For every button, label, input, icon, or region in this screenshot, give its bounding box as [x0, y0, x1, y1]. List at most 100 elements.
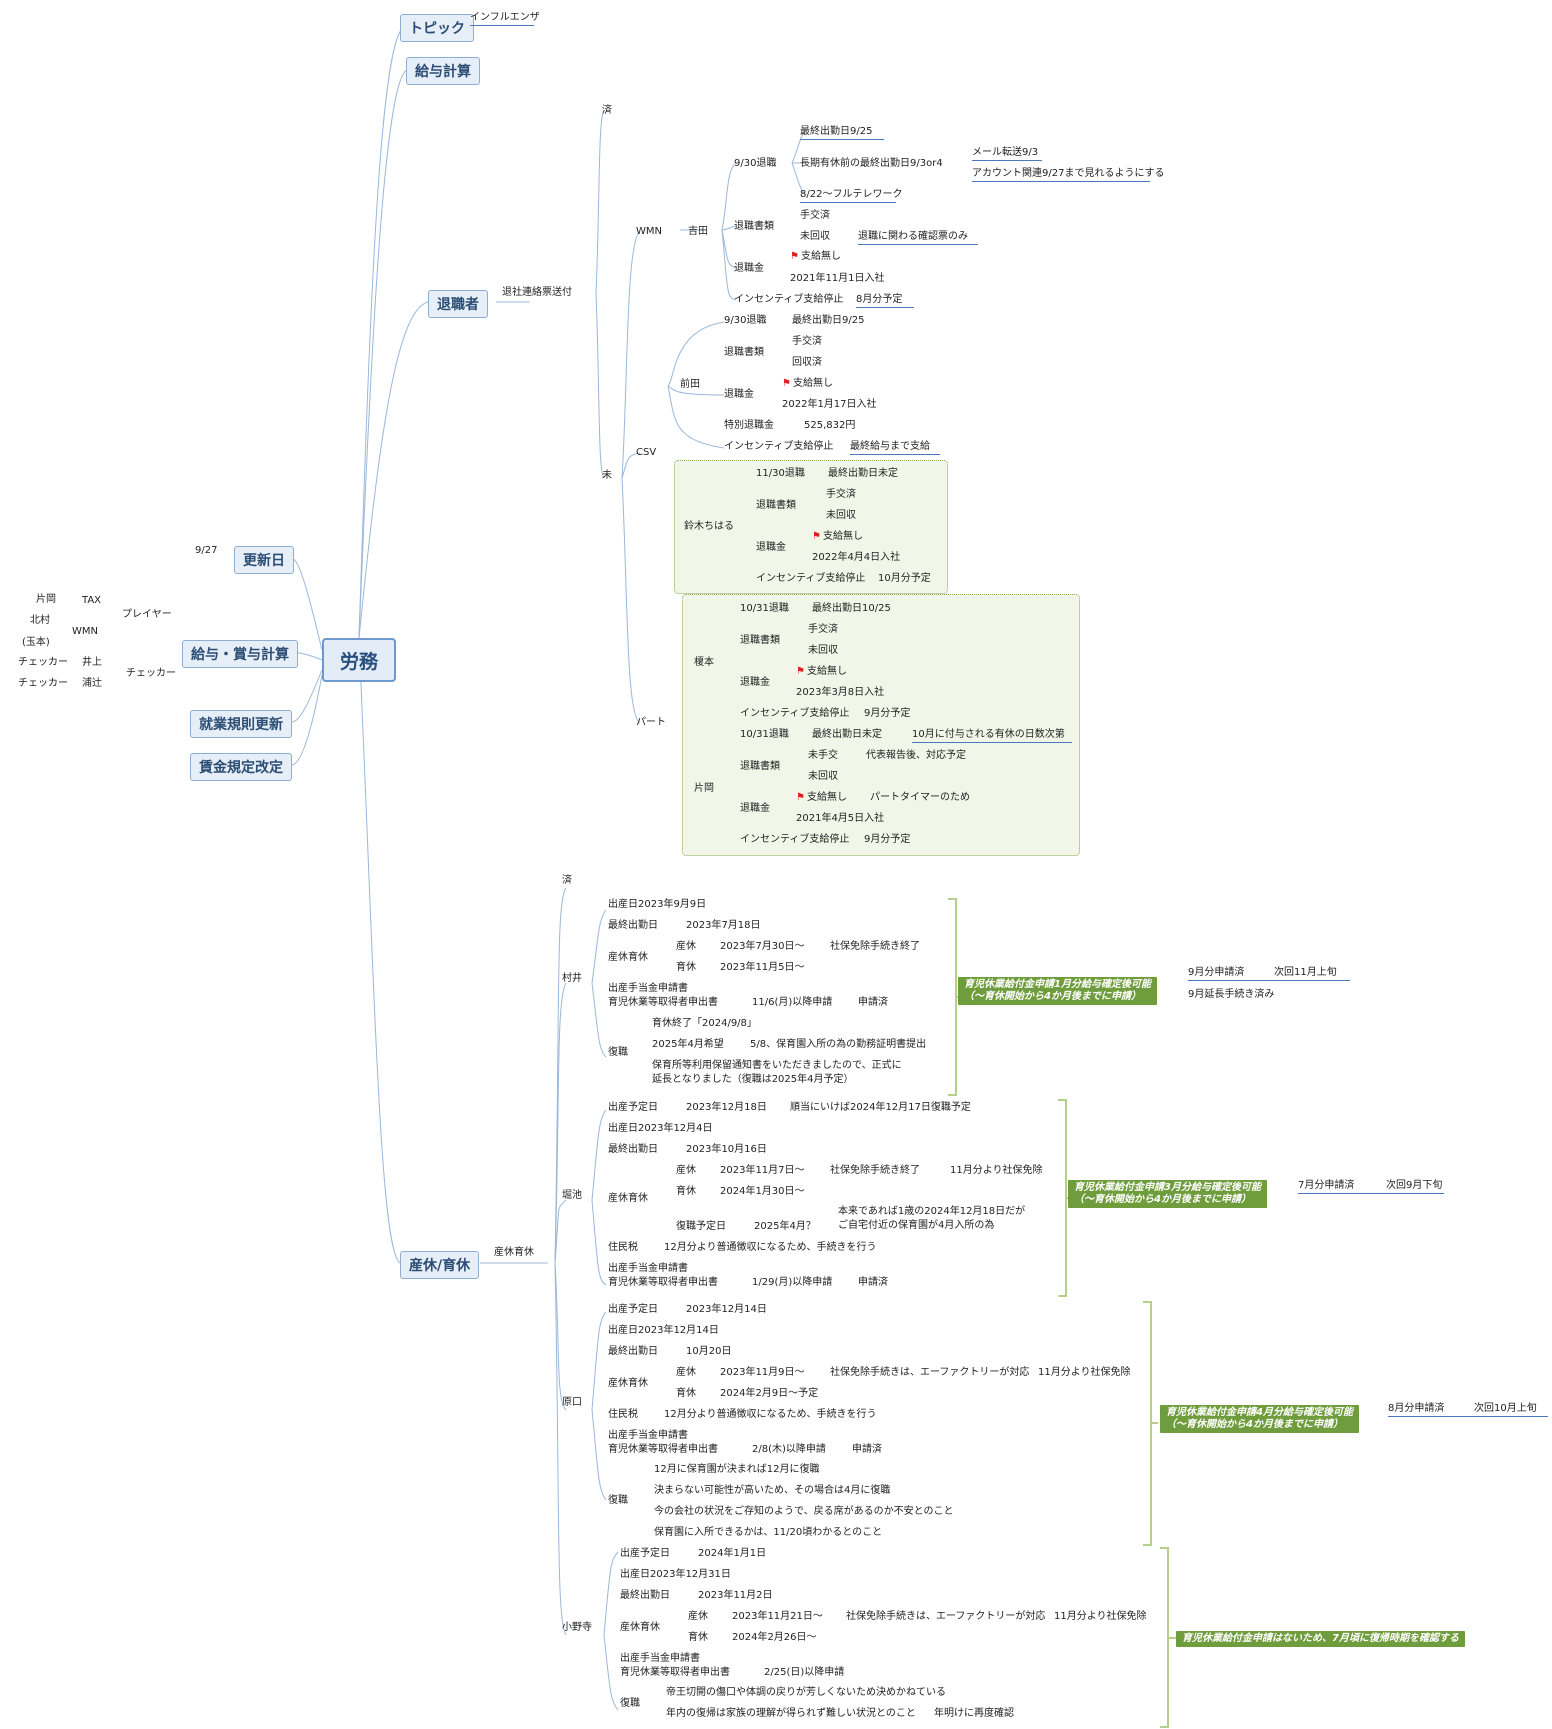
suzuki-pay2[interactable]: 2022年4月4日入社: [812, 552, 901, 563]
yoshida-long-leave[interactable]: 長期有休前の最終出勤日9/3or4: [800, 158, 943, 169]
kataoka-pay1b[interactable]: パートタイマーのため: [870, 792, 970, 803]
murai-sanq[interactable]: 産休: [676, 941, 696, 952]
ret-wmn[interactable]: WMN: [636, 226, 662, 237]
topic-topics[interactable]: トピック: [400, 14, 474, 42]
enomoto-pay2[interactable]: 2023年3月8日入社: [796, 687, 885, 698]
horiike-tax1[interactable]: 12月分より普通徴収になるため、手続きを行う: [664, 1242, 877, 1253]
onodera-name[interactable]: 小野寺: [562, 1622, 592, 1633]
kataoka-doc1[interactable]: 未手交: [808, 750, 838, 761]
horiike-n1[interactable]: 7月分申請済: [1298, 1180, 1355, 1191]
horiike-birth[interactable]: 出産日2023年12月4日: [608, 1123, 713, 1134]
horiike-tax[interactable]: 住民税: [608, 1242, 638, 1253]
maeda-docs[interactable]: 退職書類: [724, 347, 764, 358]
onodera-due1[interactable]: 2024年1月1日: [698, 1548, 767, 1559]
pay-c2-label[interactable]: チェッカー: [18, 678, 68, 689]
maeda-special[interactable]: 特別退職金: [724, 420, 774, 431]
onodera-ret2[interactable]: 年内の復帰は家族の理解が得られず難しい状況とのこと: [666, 1708, 916, 1719]
murai-apply[interactable]: 出産手当金申請書 育児休業等取得者申出書: [608, 983, 718, 1008]
murai-apply2[interactable]: 申請済: [858, 997, 888, 1008]
pay-player[interactable]: プレイヤー: [122, 609, 172, 620]
yoshida-doc1[interactable]: 手交済: [800, 210, 830, 221]
yoshida-doc2b[interactable]: 退職に関わる確認票のみ: [858, 231, 968, 242]
horiike-n1b[interactable]: 次回9月下旬: [1386, 1180, 1443, 1191]
yoshida-mail[interactable]: メール転送9/3: [972, 147, 1039, 158]
onodera-ikuq[interactable]: 育休: [688, 1632, 708, 1643]
topic-retirees[interactable]: 退職者: [428, 290, 488, 318]
enomoto-retire[interactable]: 10/31退職: [740, 603, 789, 614]
murai-last1[interactable]: 2023年7月18日: [686, 920, 761, 931]
haraguchi-ret1[interactable]: 12月に保育園が決まれば12月に復職: [654, 1464, 820, 1475]
pay-p2-role[interactable]: WMN: [72, 626, 98, 637]
murai-sanq2[interactable]: 社保免除手続き終了: [830, 941, 920, 952]
horiike-name[interactable]: 堀池: [562, 1190, 582, 1201]
murai-ret3[interactable]: 保育所等利用保留通知書をいただきましたので、正式に 延長となりました（復職は20…: [652, 1060, 902, 1085]
haraguchi-ikuq1[interactable]: 2024年2月9日～予定: [720, 1388, 819, 1399]
pay-c2-name[interactable]: 浦辻: [82, 678, 102, 689]
maeda-doc1[interactable]: 手交済: [792, 336, 822, 347]
murai-ret2[interactable]: 2025年4月希望: [652, 1039, 724, 1050]
maeda-retire[interactable]: 9/30退職: [724, 315, 767, 326]
kataoka-pay1[interactable]: ⚑支給無し: [796, 791, 847, 804]
haraguchi-apply[interactable]: 出産手当金申請書 育児休業等取得者申出書: [608, 1430, 718, 1455]
murai-ikuq1[interactable]: 2023年11月5日～: [720, 962, 805, 973]
enomoto-docs[interactable]: 退職書類: [740, 635, 780, 646]
topic-rules-update[interactable]: 就業規則更新: [190, 710, 292, 738]
kataoka-inc[interactable]: インセンティブ支給停止: [740, 834, 850, 845]
onodera-last1[interactable]: 2023年11月2日: [698, 1590, 773, 1601]
onodera-ret1[interactable]: 帝王切開の傷口や体調の戻りが芳しくないため決めかねている: [666, 1687, 946, 1698]
enomoto-name[interactable]: 榎本: [694, 657, 714, 668]
pay-c1-label[interactable]: チェッカー: [18, 657, 68, 668]
haraguchi-apply1[interactable]: 2/8(木)以降申請: [752, 1444, 826, 1455]
horiike-ret[interactable]: 復職予定日: [676, 1221, 726, 1232]
murai-note[interactable]: 育児休業給付金申請1月分給与確定後可能 （～育休開始から4か月後までに申請）: [958, 977, 1157, 1005]
ret-send[interactable]: 退社連絡票送付: [502, 287, 572, 298]
ret-not[interactable]: 未: [602, 470, 612, 481]
yoshida-doc2[interactable]: 未回収: [800, 231, 830, 242]
pay-p1-name[interactable]: 片岡: [36, 594, 56, 605]
horiike-due[interactable]: 出産予定日: [608, 1102, 658, 1113]
horiike-sanq[interactable]: 産休: [676, 1165, 696, 1176]
haraguchi-ret3[interactable]: 今の会社の状況をご存知のようで、戻る席があるのか不安とのこと: [654, 1506, 954, 1517]
murai-ret2b[interactable]: 5/8、保育園入所の為の勤務証明書提出: [750, 1039, 927, 1050]
maeda-pay2[interactable]: 2022年1月17日入社: [782, 399, 877, 410]
horiike-apply2[interactable]: 申請済: [858, 1277, 888, 1288]
haraguchi-due[interactable]: 出産予定日: [608, 1304, 658, 1315]
murai-ret[interactable]: 復職: [608, 1047, 628, 1058]
topic-wage-rules[interactable]: 賃金規定改定: [190, 753, 292, 781]
haraguchi-name[interactable]: 原口: [562, 1397, 582, 1408]
murai-n1[interactable]: 9月分申請済: [1188, 967, 1245, 978]
yoshida-inc[interactable]: インセンティブ支給停止: [734, 294, 844, 305]
suzuki-doc2[interactable]: 未回収: [826, 510, 856, 521]
enomoto-inc1[interactable]: 9月分予定: [864, 708, 911, 719]
suzuki-pay1[interactable]: ⚑支給無し: [812, 530, 863, 543]
horiike-last[interactable]: 最終出勤日: [608, 1144, 658, 1155]
suzuki-name[interactable]: 鈴木ちはる: [684, 521, 734, 532]
horiike-due2[interactable]: 順当にいけば2024年12月17日復職予定: [790, 1102, 971, 1113]
suzuki-inc1[interactable]: 10月分予定: [878, 573, 931, 584]
horiike-ret2[interactable]: 本来であれば1歳の2024年12月18日だが ご自宅付近の保育園が4月入所の為: [838, 1206, 1026, 1231]
topic-update-date[interactable]: 更新日: [234, 546, 294, 574]
horiike-last1[interactable]: 2023年10月16日: [686, 1144, 767, 1155]
onodera-sanq1[interactable]: 2023年11月21日～: [732, 1611, 823, 1622]
haraguchi-due1[interactable]: 2023年12月14日: [686, 1304, 767, 1315]
enomoto-doc2[interactable]: 未回収: [808, 645, 838, 656]
suzuki-pay[interactable]: 退職金: [756, 542, 786, 553]
onodera-apply[interactable]: 出産手当金申請書 育児休業等取得者申出書: [620, 1653, 730, 1678]
horiike-apply[interactable]: 出産手当金申請書 育児休業等取得者申出書: [608, 1263, 718, 1288]
enomoto-pay[interactable]: 退職金: [740, 677, 770, 688]
kataoka-docs[interactable]: 退職書類: [740, 761, 780, 772]
murai-last[interactable]: 最終出勤日: [608, 920, 658, 931]
haraguchi-apply2[interactable]: 申請済: [852, 1444, 882, 1455]
onodera-ret[interactable]: 復職: [620, 1698, 640, 1709]
haraguchi-ret4[interactable]: 保育園に入所できるかは、11/20頃わかるとのこと: [654, 1527, 883, 1538]
onodera-ret2b[interactable]: 年明けに再度確認: [934, 1708, 1014, 1719]
maeda-doc2[interactable]: 回収済: [792, 357, 822, 368]
topic-pay-bonus[interactable]: 給与・賞与計算: [182, 640, 298, 668]
horiike-ikuq1[interactable]: 2024年1月30日～: [720, 1186, 805, 1197]
enomoto-inc[interactable]: インセンティブ支給停止: [740, 708, 850, 719]
yoshida-retire[interactable]: 9/30退職: [734, 158, 777, 169]
onodera-leave[interactable]: 産休育休: [620, 1622, 660, 1633]
pay-p1-role[interactable]: TAX: [82, 595, 102, 606]
haraguchi-sanq2[interactable]: 社保免除手続きは、エーファクトリーが対応: [830, 1367, 1030, 1378]
haraguchi-n1b[interactable]: 次回10月上旬: [1474, 1403, 1537, 1414]
